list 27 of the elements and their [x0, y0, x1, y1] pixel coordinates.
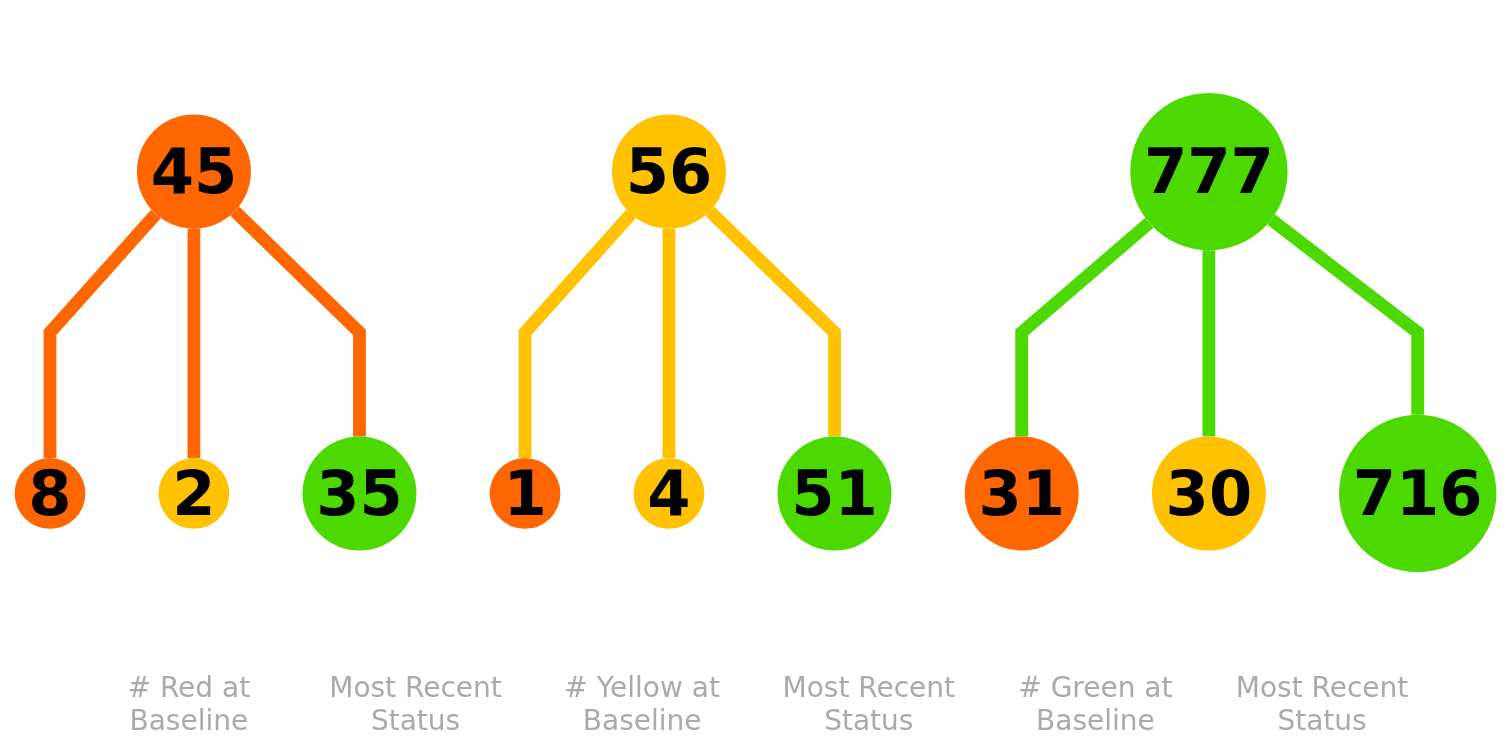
- column-label: # Yellow at Baseline: [563, 671, 721, 737]
- column-label: Most Recent Status: [1234, 671, 1410, 737]
- node-circle: 1: [489, 458, 561, 529]
- node-circle: 8: [14, 458, 86, 529]
- node-circle: 2: [158, 458, 230, 529]
- column-label: Most Recent Status: [781, 671, 957, 737]
- connector: [43, 209, 161, 459]
- column-label: Most Recent Status: [328, 671, 503, 737]
- connector: [1267, 214, 1425, 415]
- node-circle: 56: [611, 114, 726, 229]
- connector: [187, 228, 201, 459]
- connector: [662, 228, 676, 459]
- node-circle: 35: [302, 436, 417, 551]
- node-circle: 4: [633, 458, 705, 529]
- node-circle: 45: [136, 114, 251, 229]
- node-circle: 51: [777, 436, 892, 551]
- connector: [230, 206, 366, 437]
- column-label: # Red at Baseline: [126, 671, 252, 737]
- connector: [1015, 217, 1154, 437]
- node-circle: 31: [964, 436, 1079, 551]
- node-circle: 716: [1339, 414, 1497, 573]
- connector: [705, 206, 841, 437]
- column-label: # Green at Baseline: [1017, 671, 1174, 737]
- node-circle: 30: [1151, 436, 1266, 551]
- connector: [1202, 250, 1216, 437]
- node-circle: 777: [1130, 92, 1288, 251]
- connector: [518, 209, 636, 459]
